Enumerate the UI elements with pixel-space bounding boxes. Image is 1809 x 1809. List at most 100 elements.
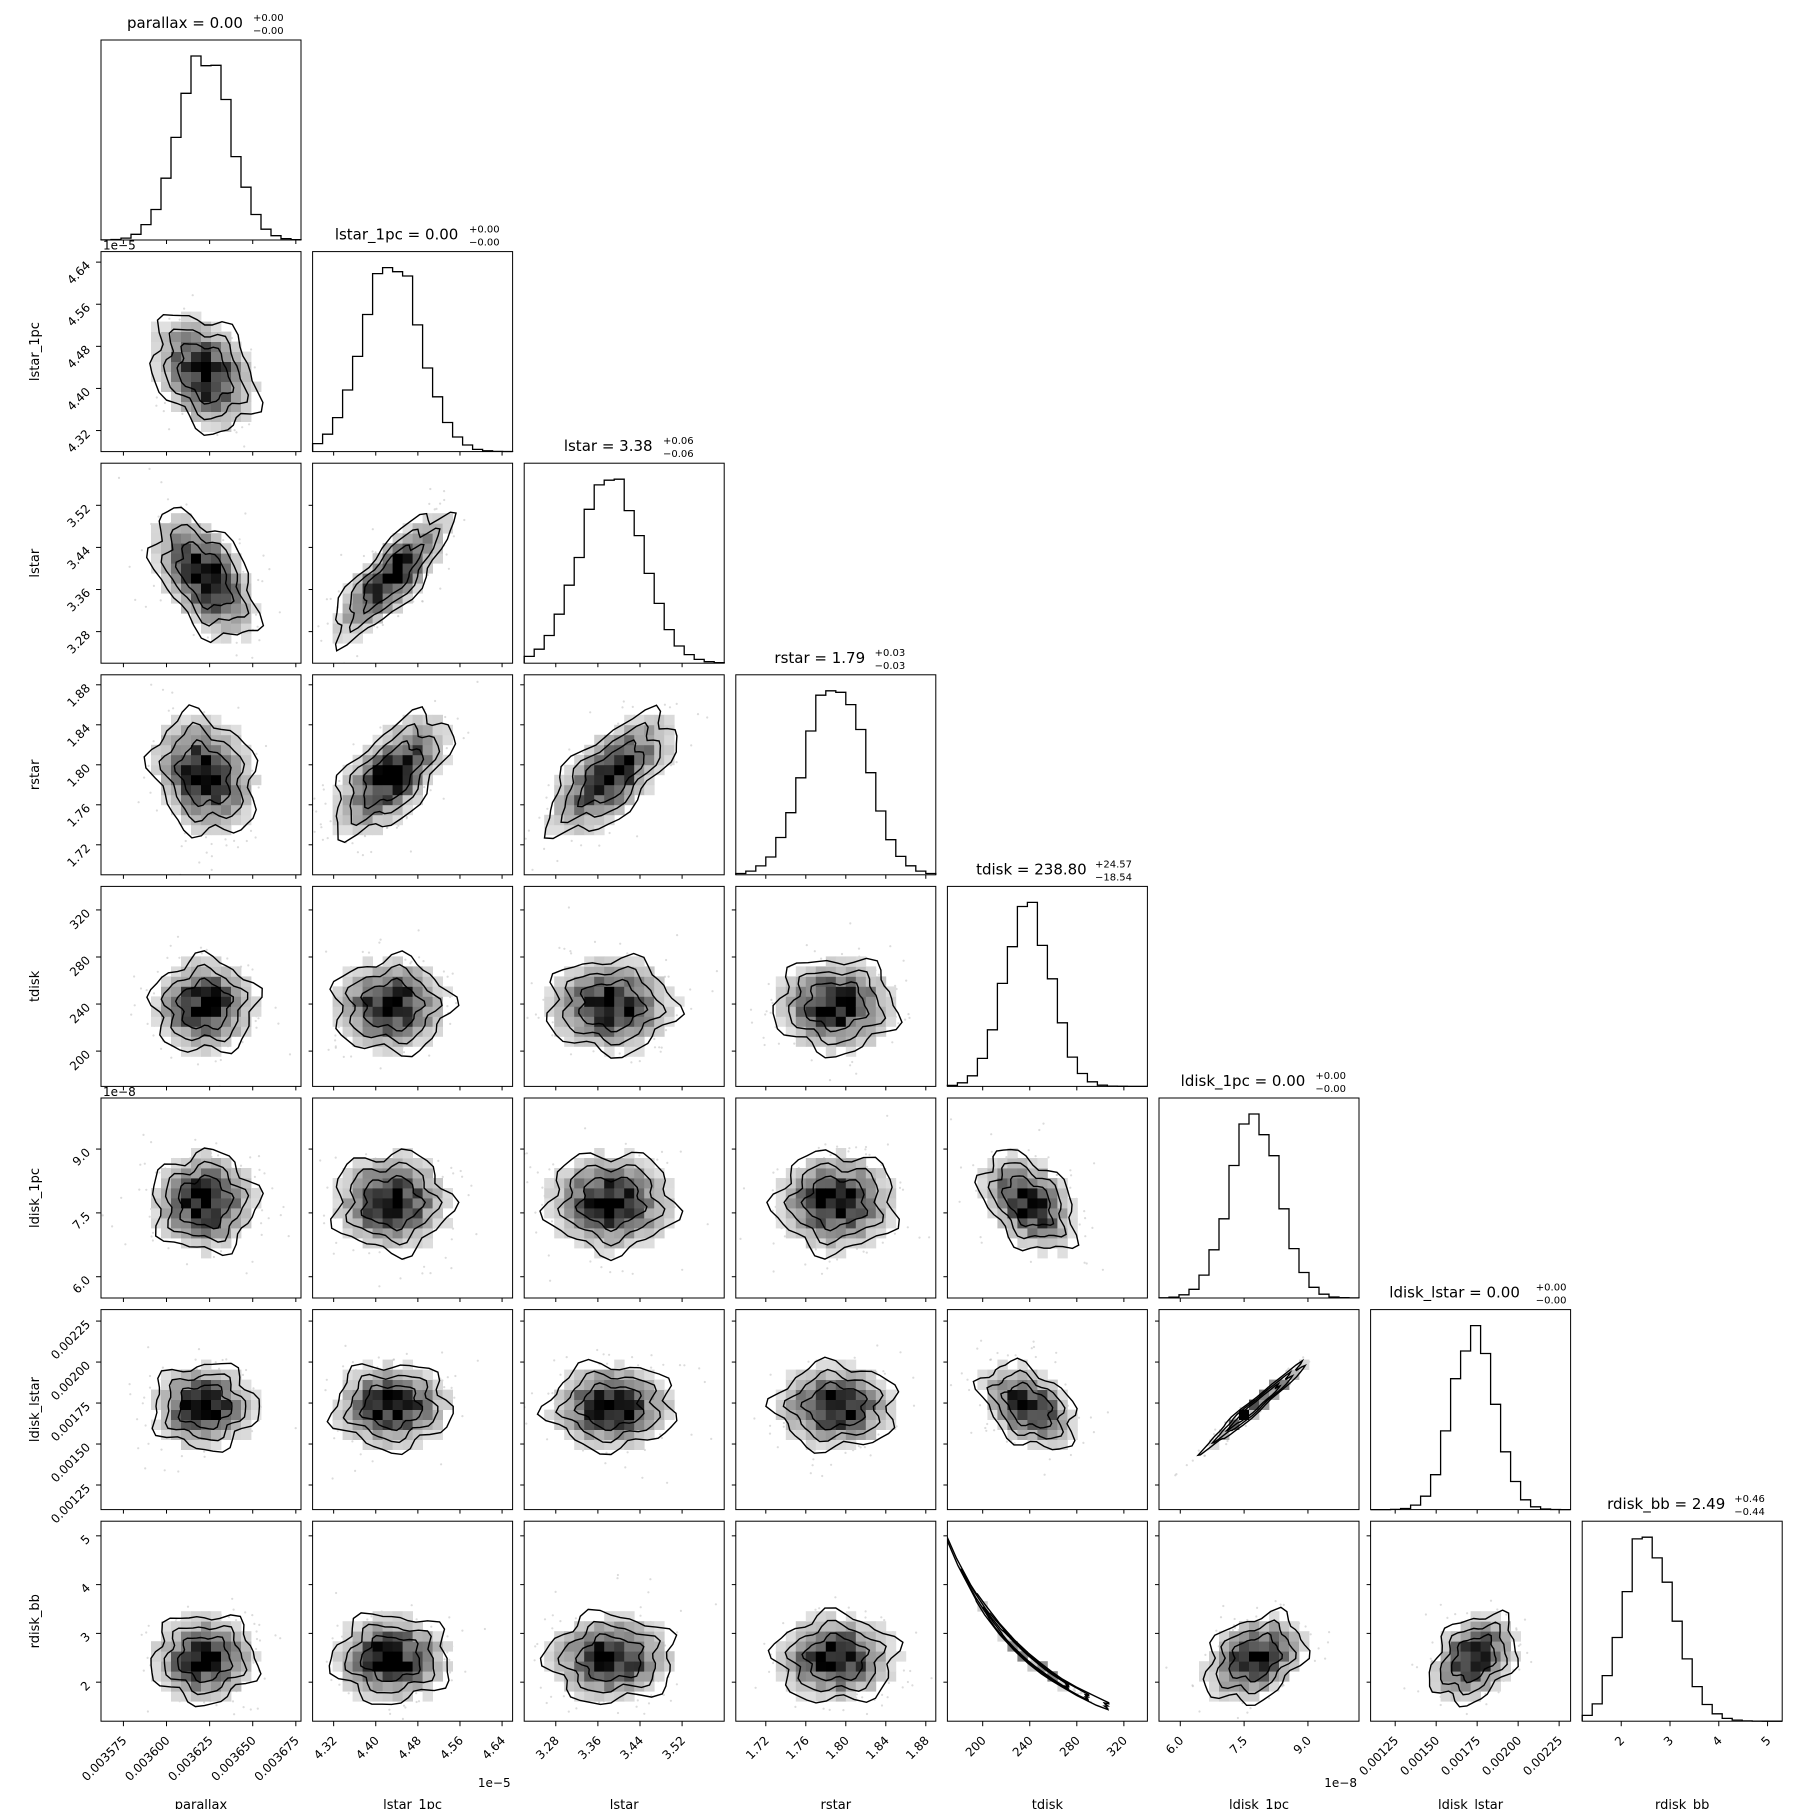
density-cell <box>554 1016 565 1027</box>
density-cell <box>161 744 172 756</box>
density-cell <box>211 583 222 594</box>
histogram-panel-tdisk: tdisk = 238.80+24.57−18.54 <box>946 859 1148 1088</box>
density-cell <box>584 1016 595 1027</box>
density-cell <box>181 1389 192 1400</box>
sample-point <box>547 1254 550 1257</box>
sample-point <box>771 1189 774 1192</box>
density-cell <box>564 814 575 826</box>
density-cell <box>1007 1188 1018 1199</box>
density-cell <box>352 804 363 816</box>
panel-content <box>130 935 292 1087</box>
param-title-plus-lstar: +0.06 <box>663 436 694 447</box>
sample-point <box>444 1256 447 1259</box>
density-cell <box>191 1026 202 1037</box>
panel-frame <box>735 674 937 876</box>
density-cell <box>412 1198 423 1209</box>
density-cell <box>221 744 232 756</box>
density-cell <box>835 1228 847 1239</box>
density-cell <box>201 714 212 726</box>
sample-point <box>167 1247 170 1250</box>
density-cell <box>221 1188 232 1199</box>
density-cell <box>614 1158 625 1169</box>
density-cell <box>352 986 363 997</box>
sample-point <box>253 1175 256 1178</box>
density-cell <box>432 1026 443 1037</box>
density-cell <box>422 996 433 1007</box>
density-cell <box>191 553 202 564</box>
density-cell <box>614 1409 625 1420</box>
sample-point <box>362 554 365 558</box>
sample-point <box>439 587 442 590</box>
param-title-plus-rdisk_bb: +0.46 <box>1734 1494 1765 1505</box>
sample-point <box>658 1046 661 1049</box>
density-cell <box>604 1399 615 1410</box>
sample-point <box>263 1172 266 1175</box>
density-cell <box>412 1409 423 1420</box>
param-title-ldisk_lstar: ldisk_lstar = 0.00 <box>1389 1284 1520 1303</box>
sample-point <box>302 1008 304 1010</box>
sample-point <box>869 1454 872 1457</box>
density-cell <box>241 381 252 392</box>
sample-point <box>656 1158 659 1161</box>
density-cell <box>231 1016 242 1027</box>
density-cell <box>171 513 182 524</box>
density-cell <box>161 533 172 544</box>
density-cell <box>191 1036 202 1047</box>
density-cell <box>171 391 182 402</box>
density-cell <box>584 1006 595 1017</box>
sample-point <box>836 1145 839 1148</box>
density-cell <box>392 593 403 604</box>
density-cell <box>181 1026 192 1037</box>
panel-frame <box>946 885 1148 1087</box>
sample-point <box>660 1436 664 1440</box>
density-cell <box>362 956 373 967</box>
density-cell <box>604 1026 615 1037</box>
density-cell <box>412 1036 423 1047</box>
density-cell <box>584 764 595 776</box>
density-cell <box>342 1218 353 1229</box>
panel-frame <box>100 462 302 664</box>
density-cell <box>634 966 645 977</box>
density-cell <box>382 774 393 786</box>
density-cell <box>1037 1158 1048 1169</box>
density-cell <box>181 603 192 614</box>
density-cell <box>1017 1158 1028 1169</box>
sample-point <box>320 639 323 642</box>
density-cell <box>574 1389 585 1400</box>
sample-point <box>244 512 247 515</box>
density-cell <box>342 824 353 836</box>
sample-point <box>205 851 208 854</box>
sample-point <box>598 844 601 847</box>
sample-point <box>137 801 140 804</box>
density-cell <box>432 986 443 997</box>
density-cell <box>392 986 403 997</box>
density-cell <box>392 1168 403 1179</box>
density-cell <box>191 724 202 736</box>
density-cell <box>574 1228 585 1239</box>
density-cell <box>382 1429 393 1440</box>
sample-point <box>820 957 823 960</box>
density-cell <box>392 774 403 786</box>
histogram-lstar_1pc <box>311 266 514 453</box>
sample-point <box>210 842 213 846</box>
density-cell <box>805 1016 817 1027</box>
density-cell <box>604 1218 615 1229</box>
density-cell <box>241 1379 252 1390</box>
density-cell <box>634 1429 645 1440</box>
density-cell <box>795 1016 807 1027</box>
sample-point <box>553 1359 556 1362</box>
panel-frame <box>312 674 514 876</box>
density-cell <box>835 1168 847 1179</box>
density-cell <box>211 1046 222 1057</box>
density-cell <box>372 1238 383 1249</box>
density-cell <box>604 966 615 977</box>
sample-point <box>240 669 242 671</box>
density-cell <box>201 553 212 564</box>
density-cell <box>412 1208 423 1219</box>
density-cell <box>977 1178 988 1189</box>
histogram-tdisk <box>946 901 1148 1088</box>
sample-point <box>210 855 213 858</box>
density-cell <box>614 1228 625 1239</box>
density-cell <box>221 401 232 412</box>
density-cell <box>644 1419 655 1430</box>
